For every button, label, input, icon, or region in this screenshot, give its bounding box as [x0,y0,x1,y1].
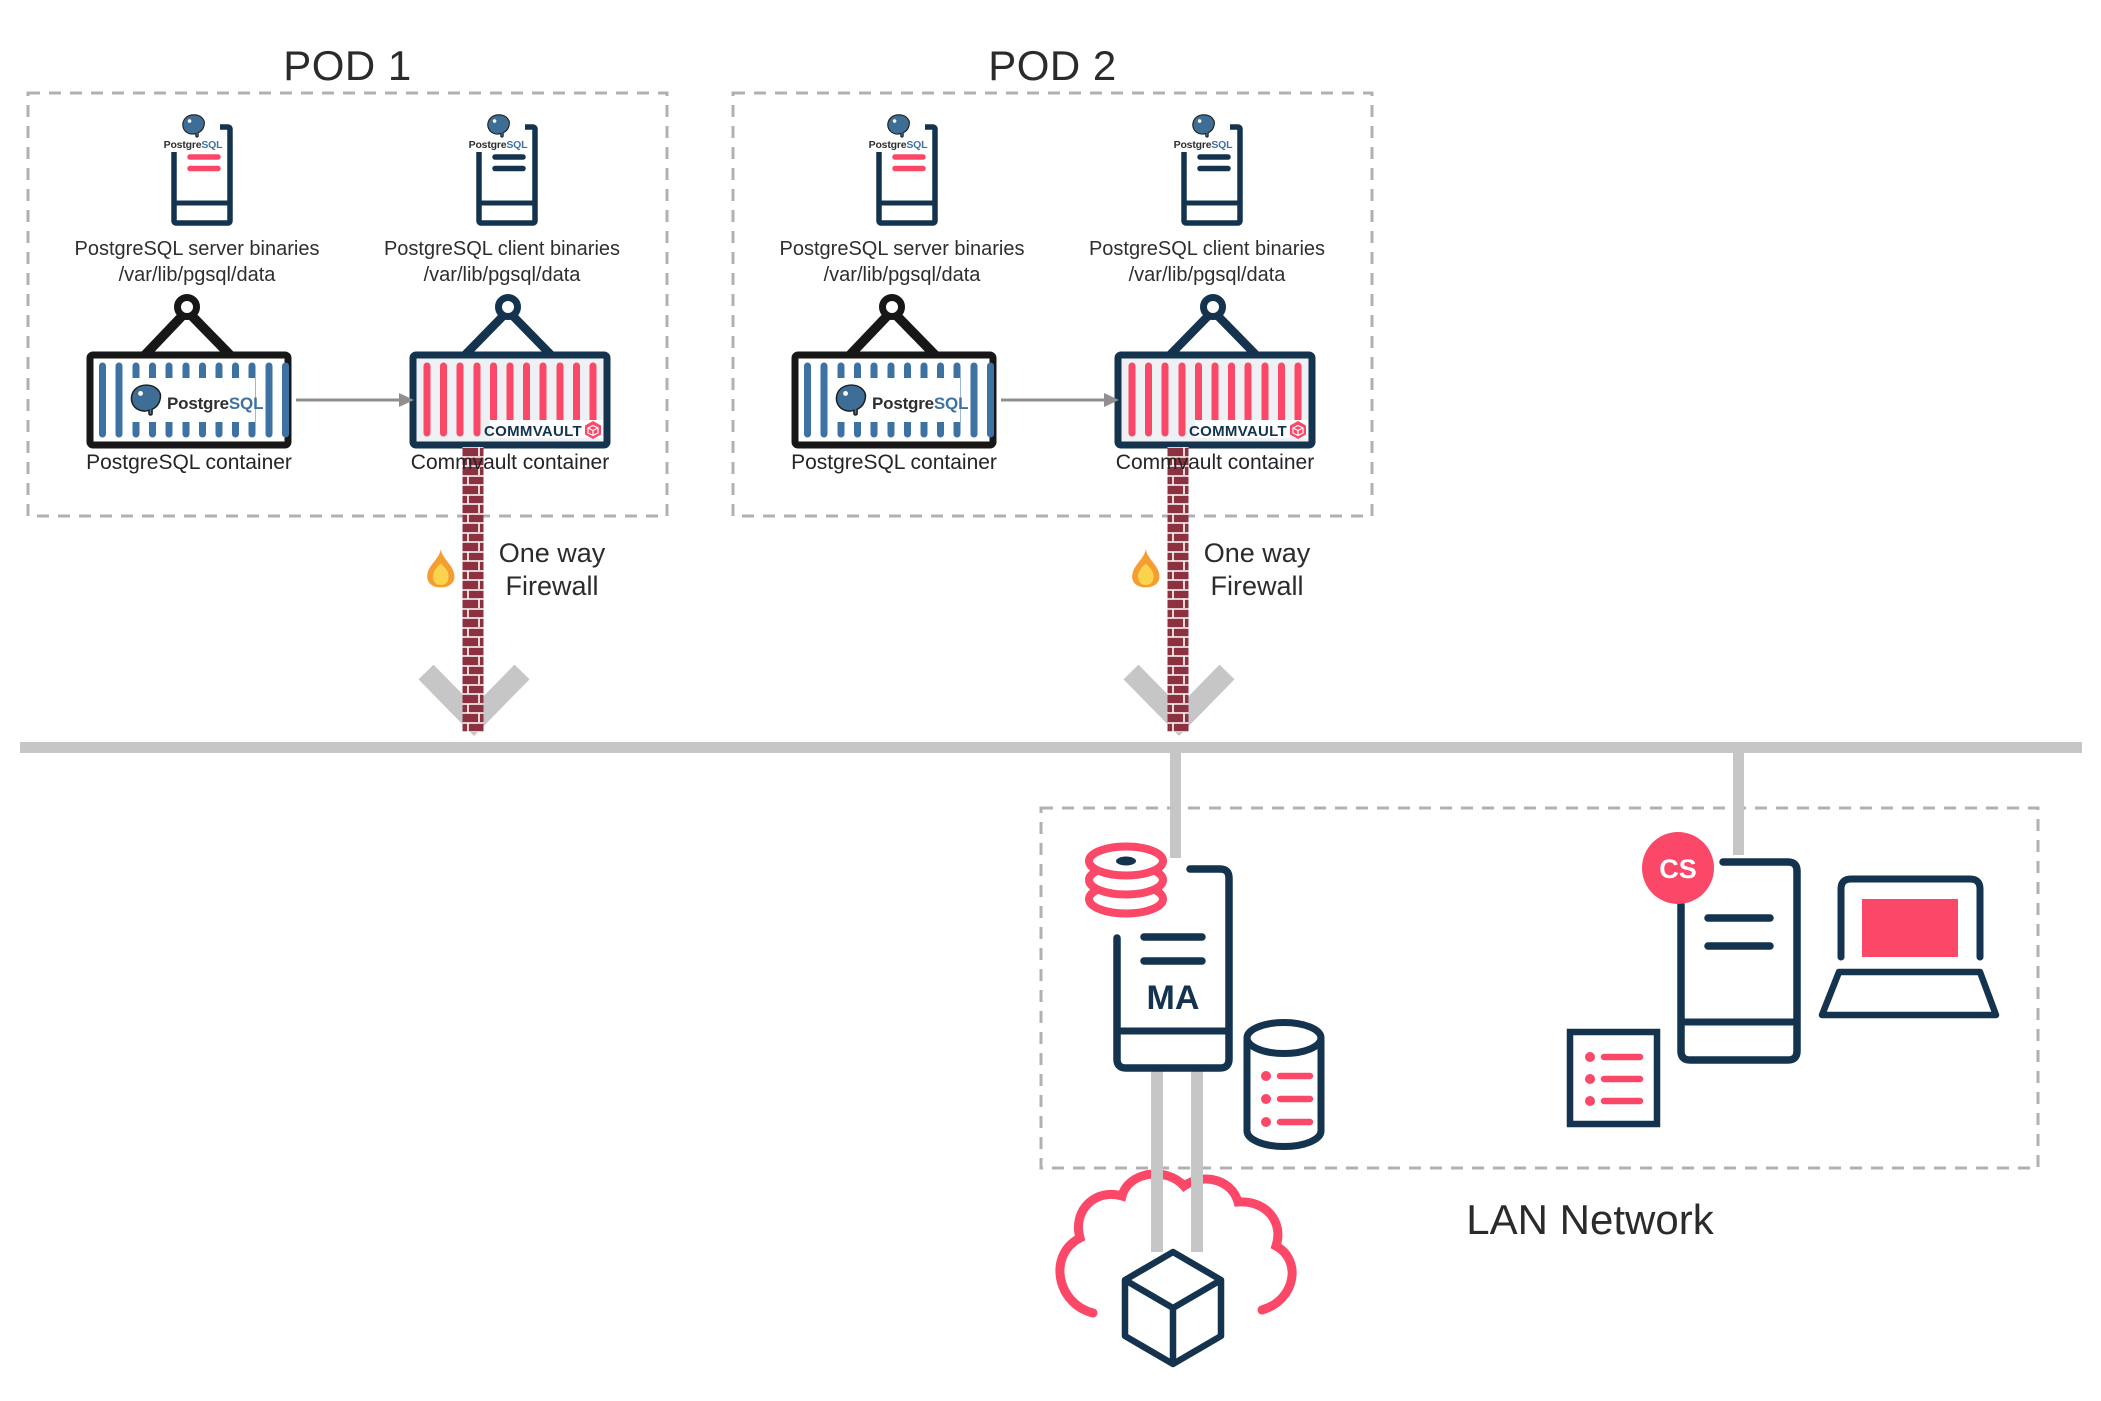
pod1-commvault-container-label: Commvault container [410,451,610,474]
document-list-icon [1566,1028,1661,1128]
disk-stack-icon [1085,842,1167,918]
pod2-commvault-container-label: Commvault container [1115,451,1315,474]
pod2-boundary [731,91,1374,518]
list-items [1261,1071,1314,1127]
ma-connector-line [1170,742,1181,858]
pod1-firewall-label: One way Firewall [442,537,662,603]
pod2-server-binaries-label: PostgreSQL server binaries /var/lib/pgsq… [732,236,1072,288]
commserve-label: CS [1659,854,1697,884]
lan-network-label: LAN Network [1466,1196,1714,1243]
commserve-server-icon: CS [1642,832,1801,1064]
label-line2: /var/lib/pgsql/data [1128,264,1286,286]
label-line2: Firewall [505,571,599,601]
pod1-boundary [26,91,669,518]
label-line1: PostgreSQL server binaries [74,238,320,260]
laptop-icon [1818,875,2000,1019]
cs-connector-line [1733,742,1744,855]
cube-icon [1121,1248,1225,1368]
ma-cloud-line-left [1151,1068,1163,1252]
label-line2: /var/lib/pgsql/data [118,264,276,286]
label-line2: /var/lib/pgsql/data [423,264,581,286]
pod2-postgresql-container-label: PostgreSQL container [791,451,997,474]
lan-network-boundary [1039,806,2040,1170]
lan-backbone-line [20,742,2082,753]
pod2-firewall-label: One way Firewall [1147,537,1367,603]
cloud-icon [1055,1169,1297,1318]
pod1-postgresql-container-label: PostgreSQL container [86,451,292,474]
label-line2: /var/lib/pgsql/data [823,264,981,286]
pod2-client-binaries-label: PostgreSQL client binaries /var/lib/pgsq… [1037,236,1377,288]
cs-badge: CS [1642,832,1714,904]
label-line1: One way [498,538,606,568]
pod1-icons [90,114,607,732]
media-agent-server-icon: MA [1085,842,1233,1072]
pod1-client-binaries-label: PostgreSQL client binaries /var/lib/pgsq… [332,236,672,288]
media-agent-label: MA [1147,979,1200,1017]
label-line1: One way [1203,538,1311,568]
database-cylinder-icon [1243,1019,1325,1150]
label-line1: PostgreSQL server binaries [779,238,1025,260]
pod1-server-binaries-label: PostgreSQL server binaries /var/lib/pgsq… [27,236,367,288]
ma-cloud-line-right [1191,1068,1203,1252]
pod2-title: POD 2 [988,42,1117,89]
label-line2: Firewall [1210,571,1304,601]
pod1-title: POD 1 [283,42,412,89]
label-line1: PostgreSQL client binaries [383,238,621,260]
label-line1: PostgreSQL client binaries [1088,238,1326,260]
pod2-icons [795,114,1312,732]
